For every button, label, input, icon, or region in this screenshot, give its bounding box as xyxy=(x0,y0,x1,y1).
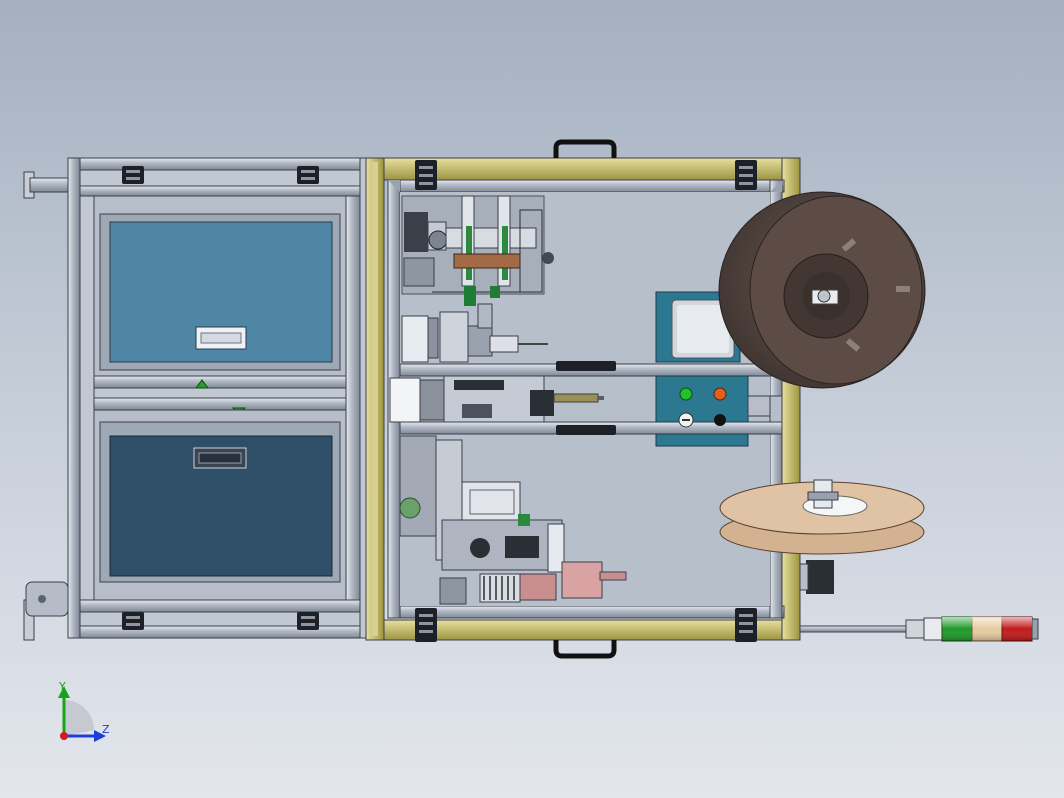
reel-motor xyxy=(769,395,783,423)
left-cabinet-frame xyxy=(23,157,371,641)
material-reel xyxy=(718,191,926,389)
control-panel xyxy=(655,375,771,447)
lower-drawer[interactable] xyxy=(93,409,347,601)
take-up-spools xyxy=(719,479,925,594)
start-button[interactable] xyxy=(679,387,693,401)
lower-feed-mechanism xyxy=(399,435,627,605)
bottom-handle[interactable] xyxy=(553,640,617,659)
signal-tower xyxy=(799,616,1039,642)
upper-feed-mechanism xyxy=(401,195,554,306)
emergency-stop-button[interactable] xyxy=(714,414,726,426)
stop-button[interactable] xyxy=(713,387,727,401)
z-axis-label: Z xyxy=(102,723,110,736)
transfer-mechanism xyxy=(389,375,604,423)
top-handle[interactable] xyxy=(553,139,617,158)
arrow-up-icon xyxy=(195,379,209,389)
upper-drawer[interactable] xyxy=(93,195,347,377)
y-axis-label: Y xyxy=(58,680,66,693)
orientation-triad: Y Z xyxy=(58,680,110,742)
cutter-mechanism xyxy=(401,303,548,363)
hmi-touchscreen[interactable] xyxy=(655,291,741,363)
